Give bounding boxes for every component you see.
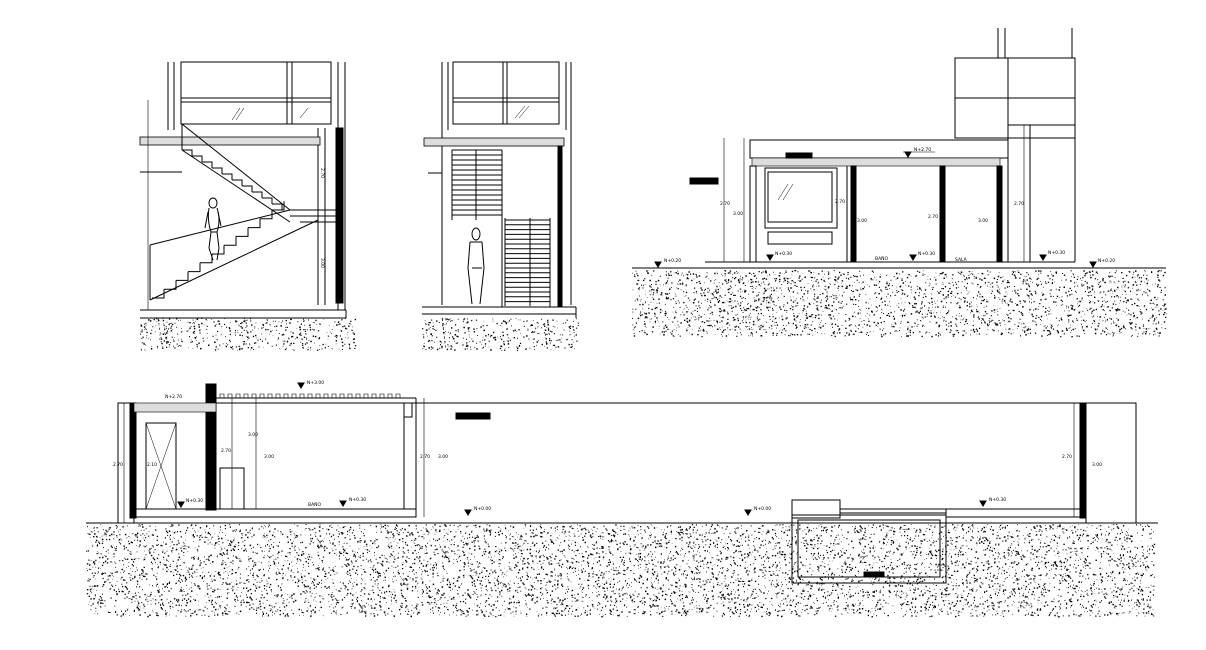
long-dim-8: 2.70 [1062, 454, 1072, 460]
stair-treads [152, 149, 285, 299]
dim-left-1: 2.70 [720, 201, 730, 207]
level-marker: N+3.00 [297, 380, 324, 389]
long-room-label: BAÑO [308, 501, 322, 508]
room-label: BAÑO [875, 255, 889, 262]
long-level-floor-right: N+0.30 [989, 497, 1006, 503]
long-level-top: N+2.70 [165, 394, 182, 400]
stair-treads [451, 149, 550, 306]
front-elevation: 2.70 3.00 2.70 3.00 2.70 3.00 2.70 N+2.7… [632, 28, 1167, 338]
dim-left-2: 3.00 [733, 211, 743, 217]
long-dim-4: 3.00 [248, 432, 258, 438]
level-marker: N+0.30 [909, 251, 935, 261]
ground-hatch [632, 270, 1166, 336]
dim-right-2: 3.00 [978, 218, 988, 224]
dim-mid-2: 3.00 [857, 218, 867, 224]
level-marker: N+0.30 [177, 498, 203, 508]
dim-tower: 2.70 [1014, 201, 1024, 207]
roof-joists [219, 393, 401, 399]
level-elev-mid: N+0.30 [775, 251, 792, 257]
dim-mid-1: 2.70 [835, 199, 845, 205]
human-figure [467, 227, 485, 305]
stair-section: 2.70 3.00 [139, 61, 357, 351]
level-marker: N+0.00 [744, 506, 771, 516]
long-dim-9: 3.00 [1092, 462, 1102, 468]
level-elev-left: N+0.20 [664, 258, 681, 264]
room-label-2: SALA [955, 257, 968, 263]
ground-hatch [140, 318, 356, 350]
level-elev-mid2: N+0.30 [918, 251, 935, 257]
long-section: 2.70 2.10 2.70 3.00 3.00 2.70 3.00 2.70 … [86, 380, 1158, 618]
long-level-ext-right: N+0.00 [754, 506, 771, 512]
level-marker: N+0.20 [654, 258, 681, 268]
long-dim-2: 2.10 [147, 462, 157, 468]
long-level-roof: N+3.00 [307, 380, 324, 386]
human-figure [204, 197, 222, 261]
level-marker: N+0.30 [1039, 250, 1065, 261]
level-marker: N+0.30 [339, 497, 366, 507]
ground-speckle [632, 270, 1167, 338]
long-level-floor-mid: N+0.30 [349, 497, 366, 503]
stair-dim-b: 3.00 [319, 258, 325, 268]
dim-right-1: 2.70 [928, 214, 938, 220]
level-marker: N+0.30 [979, 497, 1006, 507]
level-marker: N+2.70 [903, 147, 935, 158]
long-dim-1: 2.70 [113, 462, 123, 468]
level-marker: N+2.70 [165, 394, 182, 400]
ground-speckle [422, 318, 579, 351]
long-dim-5: 3.00 [264, 454, 274, 460]
ground-speckle [86, 524, 1156, 618]
long-dim-3: 2.70 [221, 448, 231, 454]
pool [791, 499, 947, 584]
level-marker: N+0.20 [1089, 258, 1115, 268]
ground-speckle [140, 318, 357, 351]
level-elev-far: N+0.20 [1098, 258, 1115, 264]
narrow-section [422, 61, 579, 351]
stair-dim-a: 2.70 [319, 168, 325, 178]
level-marker: N+0.30 [766, 251, 792, 261]
staircase [152, 149, 285, 299]
long-dim-6: 2.70 [420, 454, 430, 460]
stair-slab [139, 136, 321, 146]
long-dim-7: 3.00 [438, 454, 448, 460]
narrow-slab [423, 137, 565, 147]
staircase [451, 149, 550, 306]
level-roof: N+2.70 [914, 147, 931, 153]
level-elev-right: N+0.30 [1048, 250, 1065, 256]
long-slab [133, 402, 217, 413]
joist-ends [219, 393, 401, 399]
roof-slab [751, 157, 1001, 167]
long-level-ext-mid: N+0.00 [474, 506, 491, 512]
long-level-floor-left: N+0.30 [186, 498, 203, 504]
level-marker: N+0.00 [464, 506, 491, 516]
